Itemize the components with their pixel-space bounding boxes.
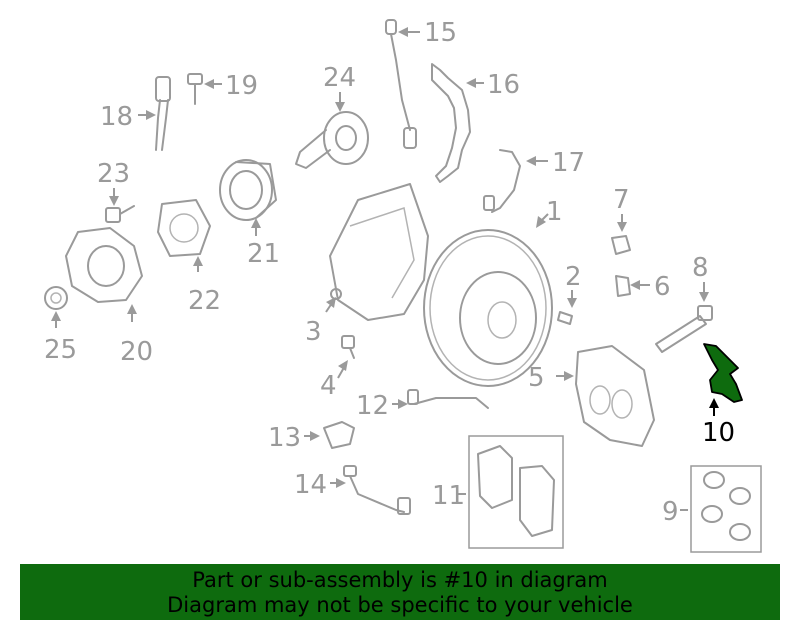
part-24-hub-shaft: 24 bbox=[295, 63, 369, 169]
callout-9[interactable]: 9 bbox=[662, 497, 679, 527]
callout-10[interactable]: 10 bbox=[702, 418, 735, 448]
callout-13[interactable]: 13 bbox=[268, 423, 301, 453]
part-17-wear-sensor: 17 bbox=[483, 148, 585, 213]
part-10-highlighted[interactable]: 10 bbox=[702, 343, 743, 448]
part-23-bolt: 23 bbox=[97, 159, 135, 223]
callout-11[interactable]: 11 bbox=[432, 481, 465, 511]
callout-6[interactable]: 6 bbox=[654, 272, 671, 302]
part-6-bleeder: 6 bbox=[615, 272, 671, 302]
callout-7[interactable]: 7 bbox=[613, 185, 630, 215]
callout-2[interactable]: 2 bbox=[565, 262, 582, 292]
part-4-bolt: 4 bbox=[320, 335, 355, 401]
banner-line-1: Part or sub-assembly is #10 in diagram bbox=[192, 568, 608, 592]
notice-banner: Part or sub-assembly is #10 in diagram D… bbox=[20, 564, 780, 620]
part-16-bracket: 16 bbox=[431, 63, 520, 183]
part-25-nut: 25 bbox=[44, 286, 77, 365]
callout-22[interactable]: 22 bbox=[188, 286, 221, 316]
part-14-hose: 14 bbox=[294, 465, 411, 515]
callout-18[interactable]: 18 bbox=[100, 102, 133, 132]
callout-24[interactable]: 24 bbox=[323, 63, 356, 93]
callout-19[interactable]: 19 bbox=[225, 71, 258, 101]
callout-4[interactable]: 4 bbox=[320, 371, 337, 401]
part-8-bolt: 8 bbox=[655, 253, 713, 353]
part-12-wire: 12 bbox=[356, 389, 489, 421]
callout-17[interactable]: 17 bbox=[552, 148, 585, 178]
part-15-brake-hose: 15 bbox=[385, 18, 457, 149]
callout-1[interactable]: 1 bbox=[546, 197, 563, 227]
banner-line-2: Diagram may not be specific to your vehi… bbox=[167, 593, 633, 617]
part-3-dust-shield: 3 bbox=[305, 183, 429, 347]
callout-5[interactable]: 5 bbox=[528, 363, 545, 393]
callout-12[interactable]: 12 bbox=[356, 391, 389, 421]
callout-15[interactable]: 15 bbox=[424, 18, 457, 48]
part-1-brake-disc: 1 bbox=[423, 197, 563, 387]
callout-25[interactable]: 25 bbox=[44, 335, 77, 365]
callout-3[interactable]: 3 bbox=[305, 317, 322, 347]
callout-8[interactable]: 8 bbox=[692, 253, 709, 283]
part-2-screw: 2 bbox=[557, 262, 582, 325]
callout-20[interactable]: 20 bbox=[120, 337, 153, 367]
part-22-gasket: 22 bbox=[157, 199, 221, 316]
part-5-brake-caliper: 5 bbox=[528, 345, 655, 447]
part-13-cap: 13 bbox=[268, 421, 355, 453]
part-19-bolt: 19 bbox=[187, 71, 258, 105]
part-11-brake-pads: 11 bbox=[432, 435, 564, 549]
callout-14[interactable]: 14 bbox=[294, 470, 327, 500]
part-21-wheel-bearing: 21 bbox=[219, 159, 280, 269]
callout-16[interactable]: 16 bbox=[487, 70, 520, 100]
parts-diagram: 15 16 17 18 19 24 bbox=[44, 18, 762, 553]
callout-23[interactable]: 23 bbox=[97, 159, 130, 189]
part-20-hub-carrier: 20 bbox=[65, 227, 153, 367]
part-18-abs-sensor: 18 bbox=[100, 76, 171, 151]
part-7-clip: 7 bbox=[611, 185, 631, 255]
callout-21[interactable]: 21 bbox=[247, 239, 280, 269]
part-9-seal-kit: 9 bbox=[662, 465, 762, 553]
